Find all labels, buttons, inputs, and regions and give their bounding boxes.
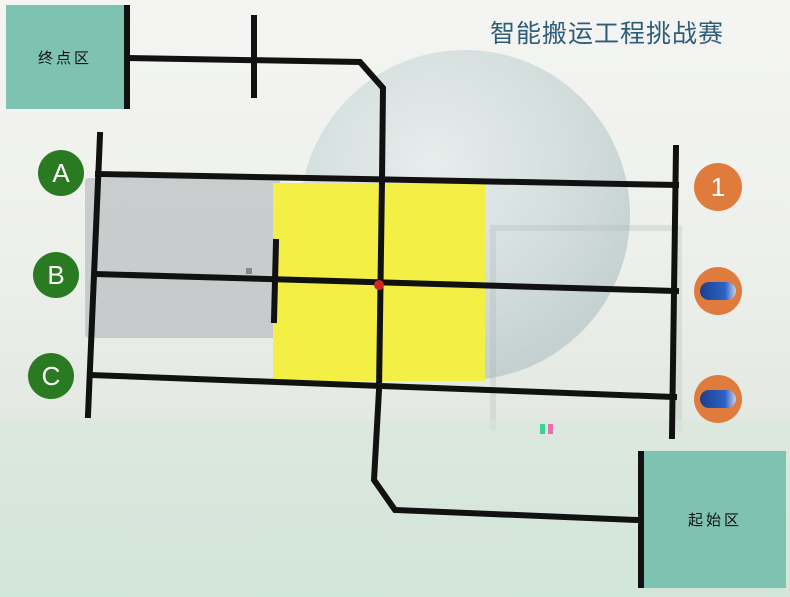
line-a [94, 170, 680, 189]
line-c-label: C [41, 360, 61, 391]
pink-green-mark-1 [540, 424, 545, 434]
end-zone-label: 终点区 [37, 48, 92, 67]
station-1-label: 1 [710, 171, 726, 202]
b-stop-mark [270, 238, 280, 324]
exit-path [124, 54, 387, 184]
battery-object-3 [700, 390, 736, 408]
station-3-circle [694, 375, 742, 423]
left-rail [84, 131, 104, 419]
center-path [370, 176, 641, 524]
pink-green-mark-2 [548, 424, 553, 434]
right-rail [668, 144, 680, 440]
truck-background [85, 178, 280, 338]
line-a-label-circle: A [38, 150, 84, 196]
line-b [91, 270, 680, 295]
battery-object-2 [700, 282, 736, 300]
forklift-background [490, 225, 682, 431]
station-1-circle: 1 [694, 163, 742, 211]
line-b-label: B [47, 259, 65, 290]
end-zone: 终点区 [6, 5, 130, 109]
line-c-label-circle: C [28, 353, 74, 399]
station-2-circle [694, 267, 742, 315]
center-red-dot [374, 280, 384, 290]
page-title: 智能搬运工程挑战赛 [490, 19, 725, 48]
small-checker-mark [246, 268, 252, 274]
start-zone: 起始区 [638, 451, 786, 588]
line-b-label-circle: B [33, 252, 79, 298]
line-a-label: A [52, 157, 70, 188]
start-zone-label: 起始区 [687, 511, 742, 529]
